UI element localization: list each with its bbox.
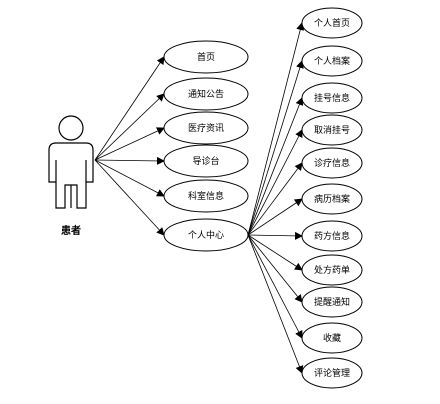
use-case-label: 首页 <box>197 51 215 63</box>
sub-use-case-record: 病历档案 <box>301 183 363 215</box>
sub-use-cases: 个人首页个人档案挂号信息取消挂号诊疗信息病历档案药方信息处方药单提醒通知收藏评论… <box>301 7 363 389</box>
sub-use-case-profile: 个人档案 <box>301 45 363 77</box>
sub-use-case-reminder: 提醒通知 <box>301 286 363 318</box>
use-case-triage: 导诊台 <box>163 144 249 178</box>
association-home <box>94 56 165 161</box>
sub-use-case-cancel: 取消挂号 <box>301 114 363 146</box>
sub-use-case-label: 病历档案 <box>314 193 350 205</box>
association-dept <box>94 159 165 197</box>
association-center <box>94 159 165 236</box>
sub-use-case-label: 挂号信息 <box>314 92 350 104</box>
sub-use-case-label: 评论管理 <box>314 367 350 379</box>
association-diagnosis <box>247 162 303 236</box>
sub-use-case-prescription: 处方药单 <box>301 254 363 286</box>
sub-use-case-label: 个人首页 <box>314 17 350 29</box>
use-case-news: 医疗资讯 <box>163 111 249 145</box>
sub-use-case-label: 诊疗信息 <box>314 157 350 169</box>
sub-use-case-label: 药方信息 <box>314 230 350 242</box>
association-favorite <box>247 234 303 339</box>
sub-use-case-label: 取消挂号 <box>314 124 350 136</box>
sub-use-case-diagnosis: 诊疗信息 <box>301 147 363 179</box>
sub-use-case-label: 个人档案 <box>314 55 350 67</box>
association-comment <box>247 234 304 374</box>
sub-use-case-label: 提醒通知 <box>314 296 350 308</box>
actor-label: 患者 <box>61 224 81 237</box>
association-triage <box>94 156 165 165</box>
use-case-label: 医疗资讯 <box>188 122 224 134</box>
use-case-label: 科室信息 <box>188 190 224 202</box>
association-news <box>94 127 165 161</box>
use-case-dept: 科室信息 <box>163 179 249 213</box>
association-my-home <box>247 22 305 236</box>
associations <box>94 22 305 374</box>
sub-use-case-comment: 评论管理 <box>301 357 363 389</box>
sub-use-case-registration: 挂号信息 <box>301 82 363 114</box>
use-case-label: 导诊台 <box>192 155 219 167</box>
association-reminder <box>247 234 303 303</box>
association-registration <box>247 97 304 236</box>
association-notice <box>94 93 165 161</box>
sub-use-case-my-home: 个人首页 <box>301 7 363 39</box>
actor: 患者 <box>48 115 94 237</box>
sub-use-case-label: 收藏 <box>323 332 341 344</box>
association-cancel <box>247 129 303 236</box>
use-case-notice: 通知公告 <box>163 77 249 111</box>
sub-use-case-favorite: 收藏 <box>301 322 363 354</box>
association-prescription <box>247 234 303 271</box>
association-medicine <box>247 231 303 240</box>
sub-use-case-medicine: 药方信息 <box>301 220 363 252</box>
use-case-label: 通知公告 <box>188 88 224 100</box>
association-profile <box>247 60 304 236</box>
use-case-label: 个人中心 <box>188 229 224 241</box>
stick-figure-actor-icon <box>48 115 94 209</box>
sub-use-case-label: 处方药单 <box>314 264 350 276</box>
use-case-home: 首页 <box>163 40 249 74</box>
association-record <box>247 198 303 236</box>
use-case-center: 个人中心 <box>163 218 249 252</box>
